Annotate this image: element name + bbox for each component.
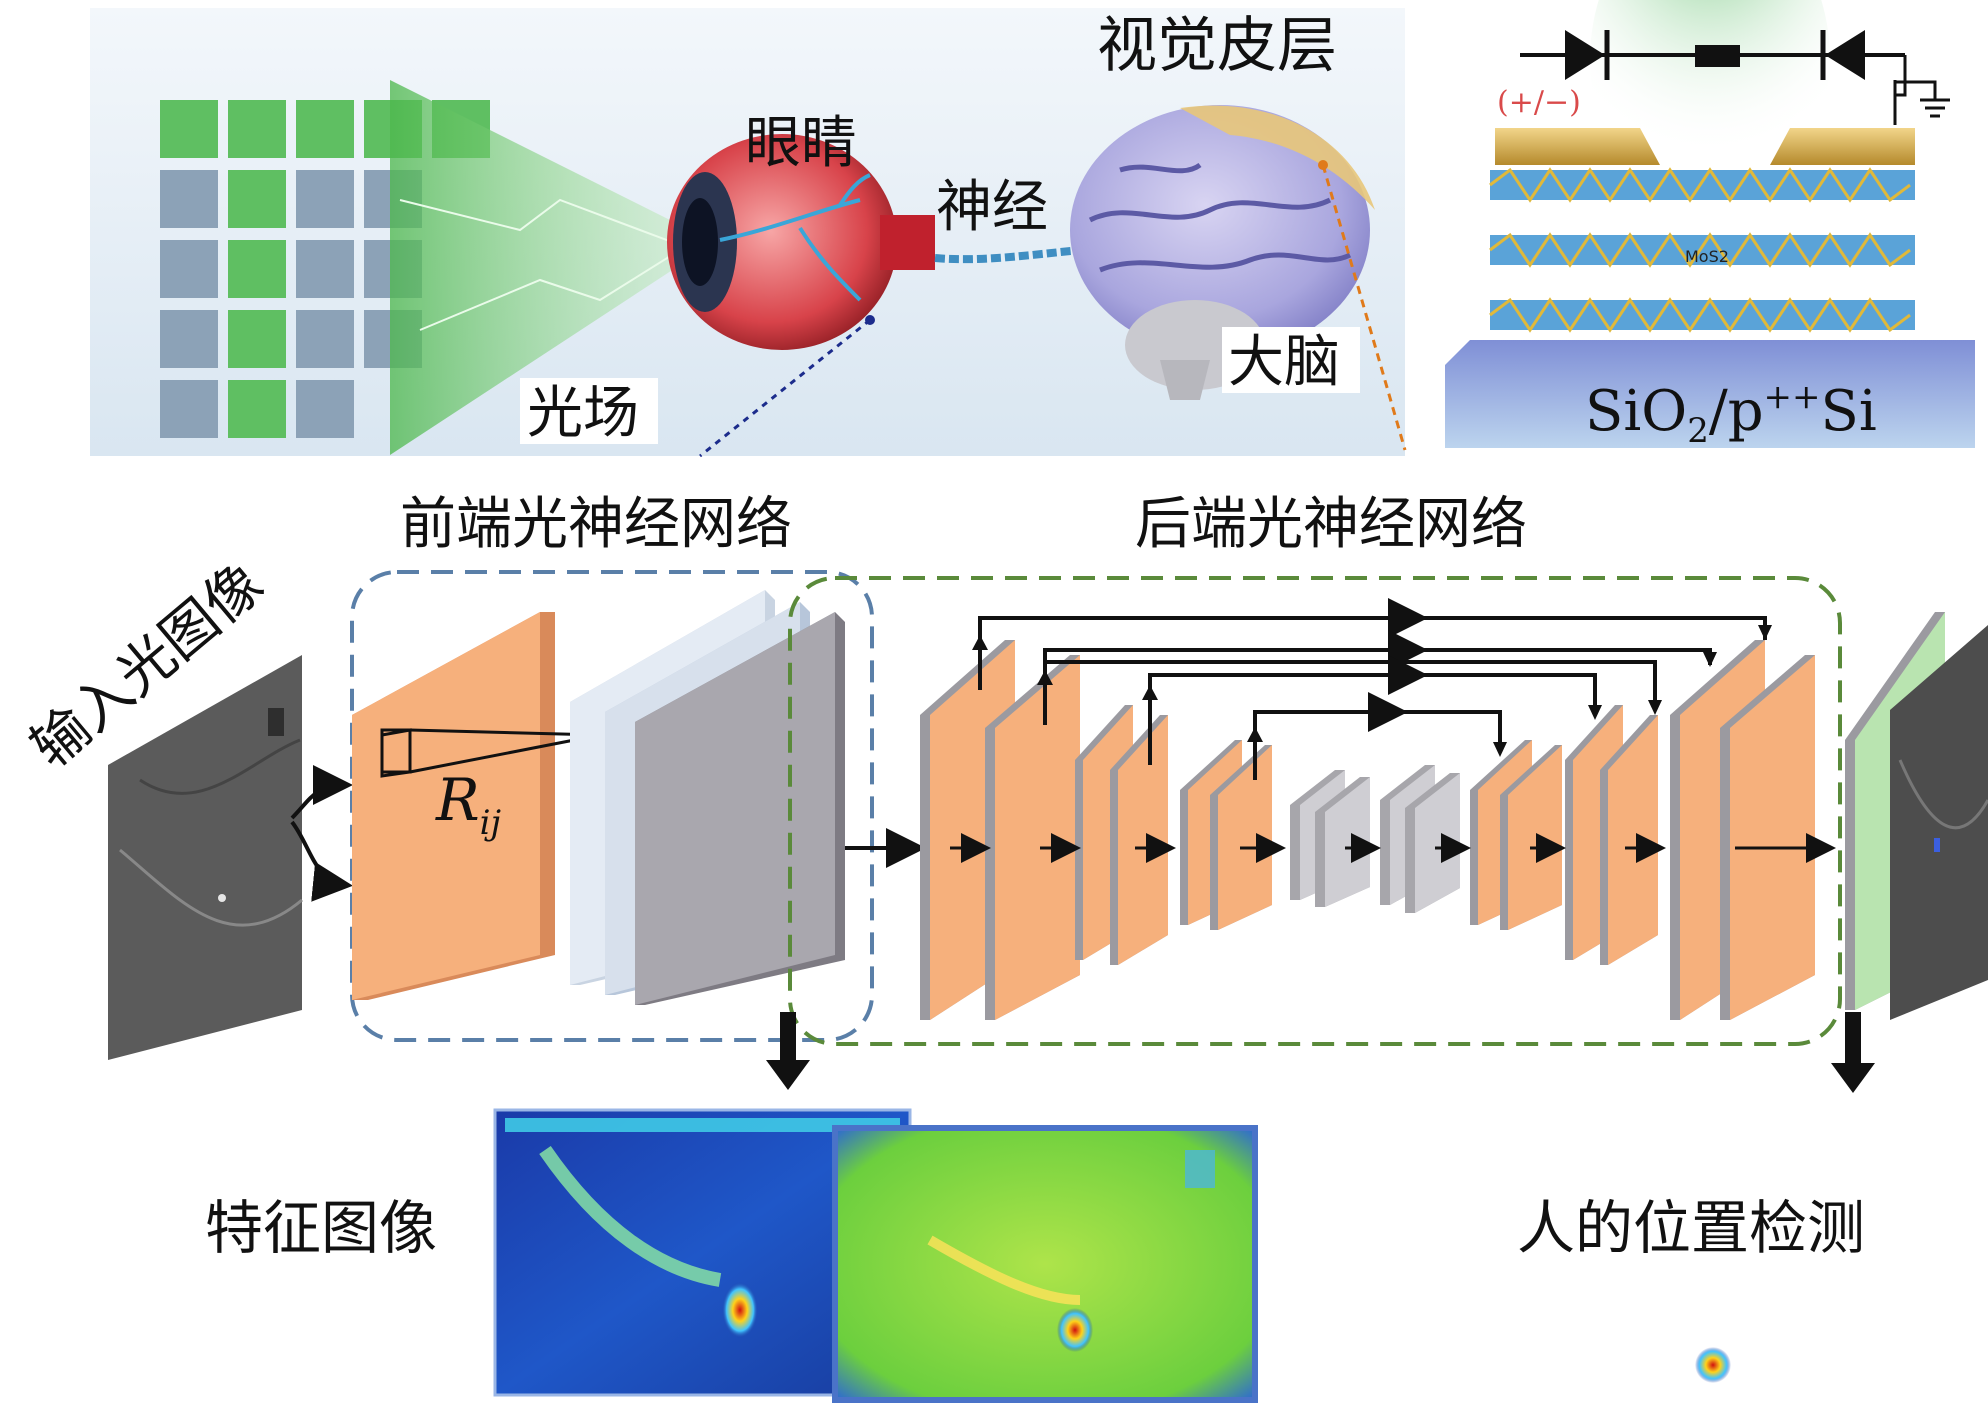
- detection-spot: [1695, 1347, 1731, 1383]
- ground-icon: [1893, 80, 1950, 125]
- backend-title: 后端光神经网络: [1135, 492, 1527, 557]
- backend-network-box: [788, 576, 1842, 1046]
- eye-illustration: [667, 134, 935, 350]
- optic-nerve: [934, 246, 1081, 264]
- light-field-label: 光场: [527, 381, 639, 446]
- substrate-label: SiO2/p++Si: [1585, 377, 1877, 451]
- output-image: [1890, 625, 1988, 1020]
- bias-label: (+/−): [1497, 85, 1581, 120]
- feature-image-label: 特征图像: [205, 1194, 437, 1262]
- eye-label: 眼睛: [745, 111, 857, 176]
- feature-heatmap-2: [832, 1125, 1258, 1403]
- skip-connections: [972, 598, 1772, 780]
- down-arrows: [766, 1012, 1875, 1093]
- brain-label: 大脑: [1228, 330, 1340, 395]
- diode-right-icon: [1825, 30, 1865, 80]
- photodetector-array-layer: [352, 612, 601, 1000]
- mos2-label: MoS2: [1685, 247, 1729, 266]
- frontend-title: 前端光神经网络: [400, 492, 792, 557]
- diode-left-icon: [1565, 30, 1605, 80]
- resistor-icon: [1695, 45, 1740, 67]
- nerve-label: 神经: [936, 175, 1048, 240]
- person-detection-label: 人的位置检测: [1517, 1194, 1865, 1262]
- bio-vision-panel: 光场 眼睛 神经 视觉皮层 大脑: [90, 8, 1407, 458]
- kernel-label: Rij: [435, 766, 502, 843]
- unet-layers: [920, 640, 1815, 1020]
- input-light-image: [108, 655, 303, 1060]
- mos2-layers: MoS2: [1489, 167, 1915, 333]
- mos2-device-panel: (+/−) MoS2 SiO2/p++Si: [1445, 0, 1975, 451]
- feature-map-layers: [570, 590, 845, 1005]
- light-beam: [390, 80, 680, 455]
- visual-cortex-label: 视觉皮层: [1097, 11, 1337, 81]
